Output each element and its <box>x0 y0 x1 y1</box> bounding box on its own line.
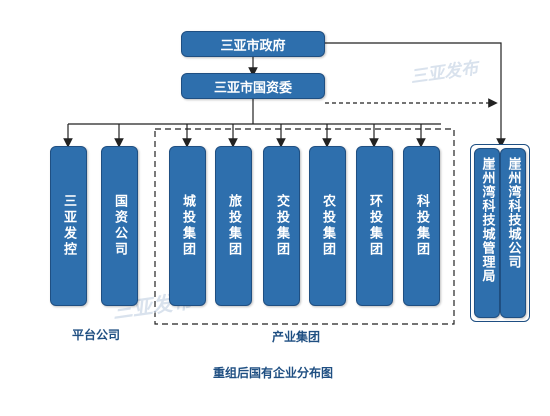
node-lvtou-label: 旅投集团 <box>226 194 241 258</box>
industry-group-dashed-frame <box>154 128 455 325</box>
node-sanya-fakong: 三亚发控 <box>50 146 87 306</box>
group-label-industry: 产业集团 <box>272 330 321 344</box>
node-yazhou-admin-label: 崖州湾科技城管理局 <box>479 157 495 283</box>
node-keto: 科投集团 <box>403 146 440 306</box>
node-yazhou-city-label: 崖州湾科技城公司 <box>505 157 521 269</box>
node-nongtou: 农投集团 <box>309 146 346 306</box>
node-sanya-fakong-label: 三亚发控 <box>61 194 76 258</box>
node-yazhou-city: 崖州湾科技城公司 <box>500 148 526 318</box>
node-nongtou-label: 农投集团 <box>320 194 335 258</box>
node-yazhou-admin: 崖州湾科技城管理局 <box>474 148 500 318</box>
node-guozi: 国资公司 <box>101 146 138 306</box>
node-huantou: 环投集团 <box>356 146 393 306</box>
node-jiaotou: 交投集团 <box>263 146 300 306</box>
node-keto-label: 科投集团 <box>414 194 429 258</box>
group-label-platform: 平台公司 <box>72 328 121 342</box>
node-chengtou: 城投集团 <box>169 146 206 306</box>
gov-to-yazhou-line <box>325 42 506 148</box>
node-sasac: 三亚市国资委 <box>181 73 325 99</box>
node-chengtou-label: 城投集团 <box>180 194 195 258</box>
node-huantou-label: 环投集团 <box>367 194 382 258</box>
node-sanya-gov: 三亚市政府 <box>181 31 325 57</box>
node-jiaotou-label: 交投集团 <box>274 194 289 258</box>
node-lvtou: 旅投集团 <box>215 146 252 306</box>
node-guozi-label: 国资公司 <box>112 194 127 258</box>
diagram-caption: 重组后国有企业分布图 <box>213 366 334 380</box>
